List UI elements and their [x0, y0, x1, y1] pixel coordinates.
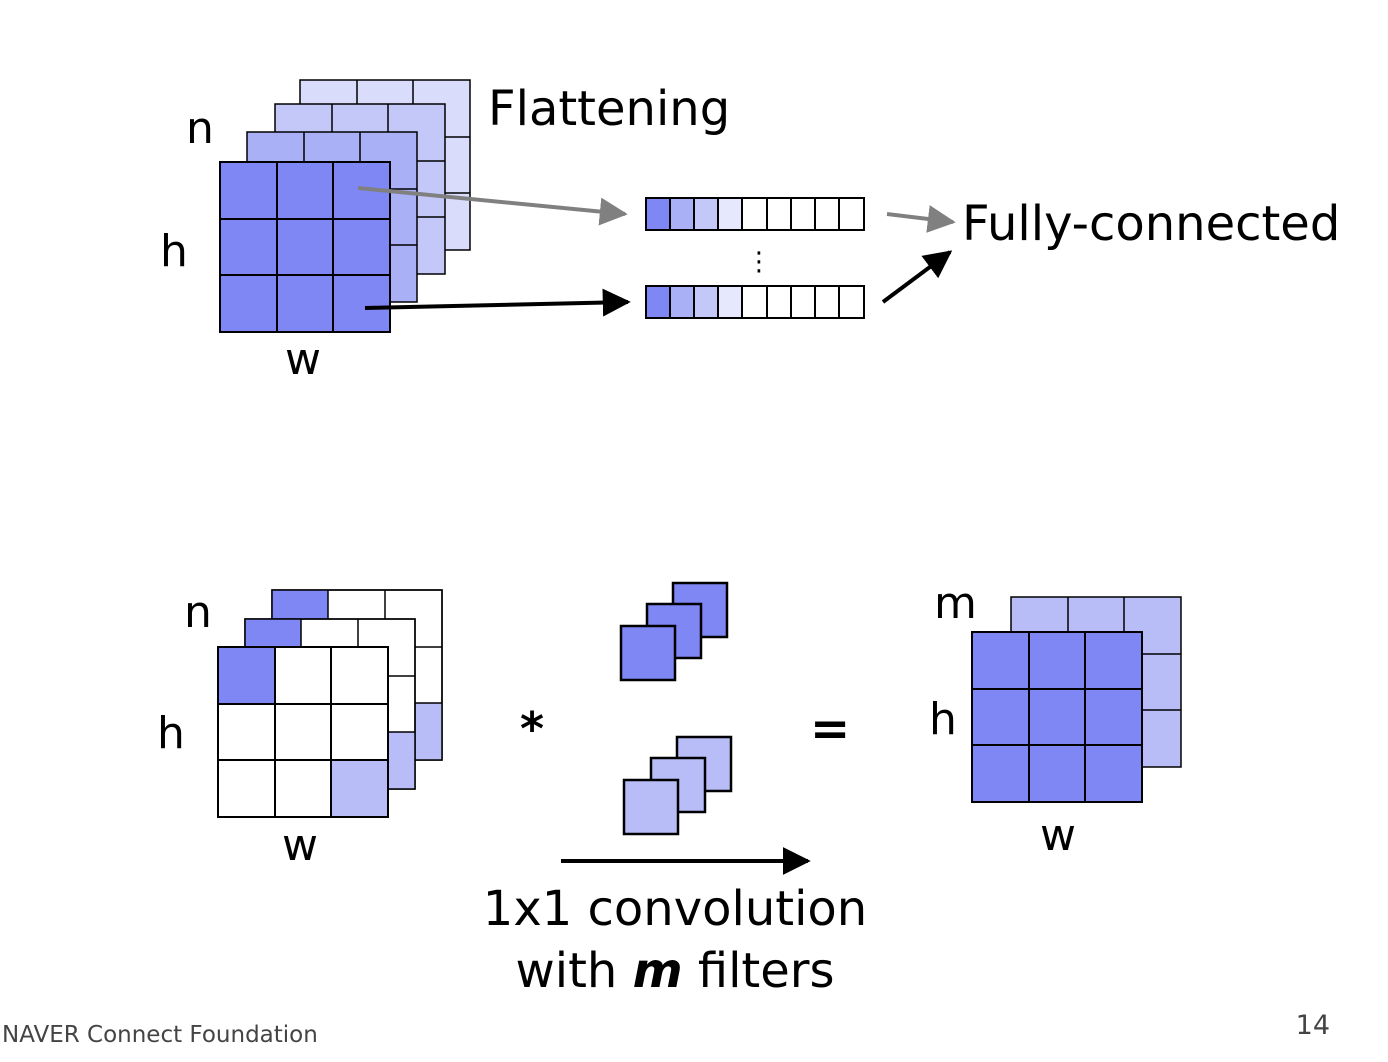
caption-line-1: 1x1 convolution: [483, 881, 867, 937]
output-label-w: w: [1040, 810, 1076, 861]
output-label-h: h: [929, 694, 957, 745]
equals-operator: =: [810, 701, 850, 757]
vector-ellipsis: ⋮: [746, 247, 772, 277]
bottom-label-n: n: [184, 587, 212, 638]
caption-with: with: [515, 943, 632, 999]
caption-variable-m: m: [633, 943, 683, 999]
gray-arrow-to-fc: [886, 205, 956, 233]
footer-organization: NAVER Connect Foundation: [2, 1022, 318, 1048]
flattening-label: Flattening: [488, 81, 730, 137]
filter-group-light: [622, 735, 733, 836]
input-layer-front: [217, 646, 389, 818]
page-number: 14: [1295, 1010, 1330, 1041]
top-label-w: w: [285, 334, 321, 385]
flattened-vector-last: [645, 285, 865, 319]
fully-connected-label: Fully-connected: [962, 196, 1340, 252]
output-layer-front: [971, 631, 1143, 803]
output-tensor-stack: [971, 596, 1182, 803]
caption-filters: filters: [683, 943, 835, 999]
bottom-label-w: w: [282, 820, 318, 871]
output-label-m: m: [934, 578, 977, 629]
black-arrow-to-vector: [364, 288, 631, 317]
bottom-label-h: h: [157, 708, 185, 759]
caption-line-2: with m filters: [515, 943, 834, 999]
top-label-n: n: [186, 103, 214, 154]
input-tensor-stack-top: [219, 79, 471, 333]
top-label-h: h: [160, 226, 188, 277]
input-tensor-stack-bottom: [217, 589, 443, 818]
filter-group-deep: [619, 581, 729, 682]
flattened-vector-first: [645, 197, 865, 231]
black-arrow-to-fc: [881, 250, 953, 304]
convolution-operator: *: [520, 702, 544, 756]
gray-arrow-to-vector: [357, 186, 628, 226]
